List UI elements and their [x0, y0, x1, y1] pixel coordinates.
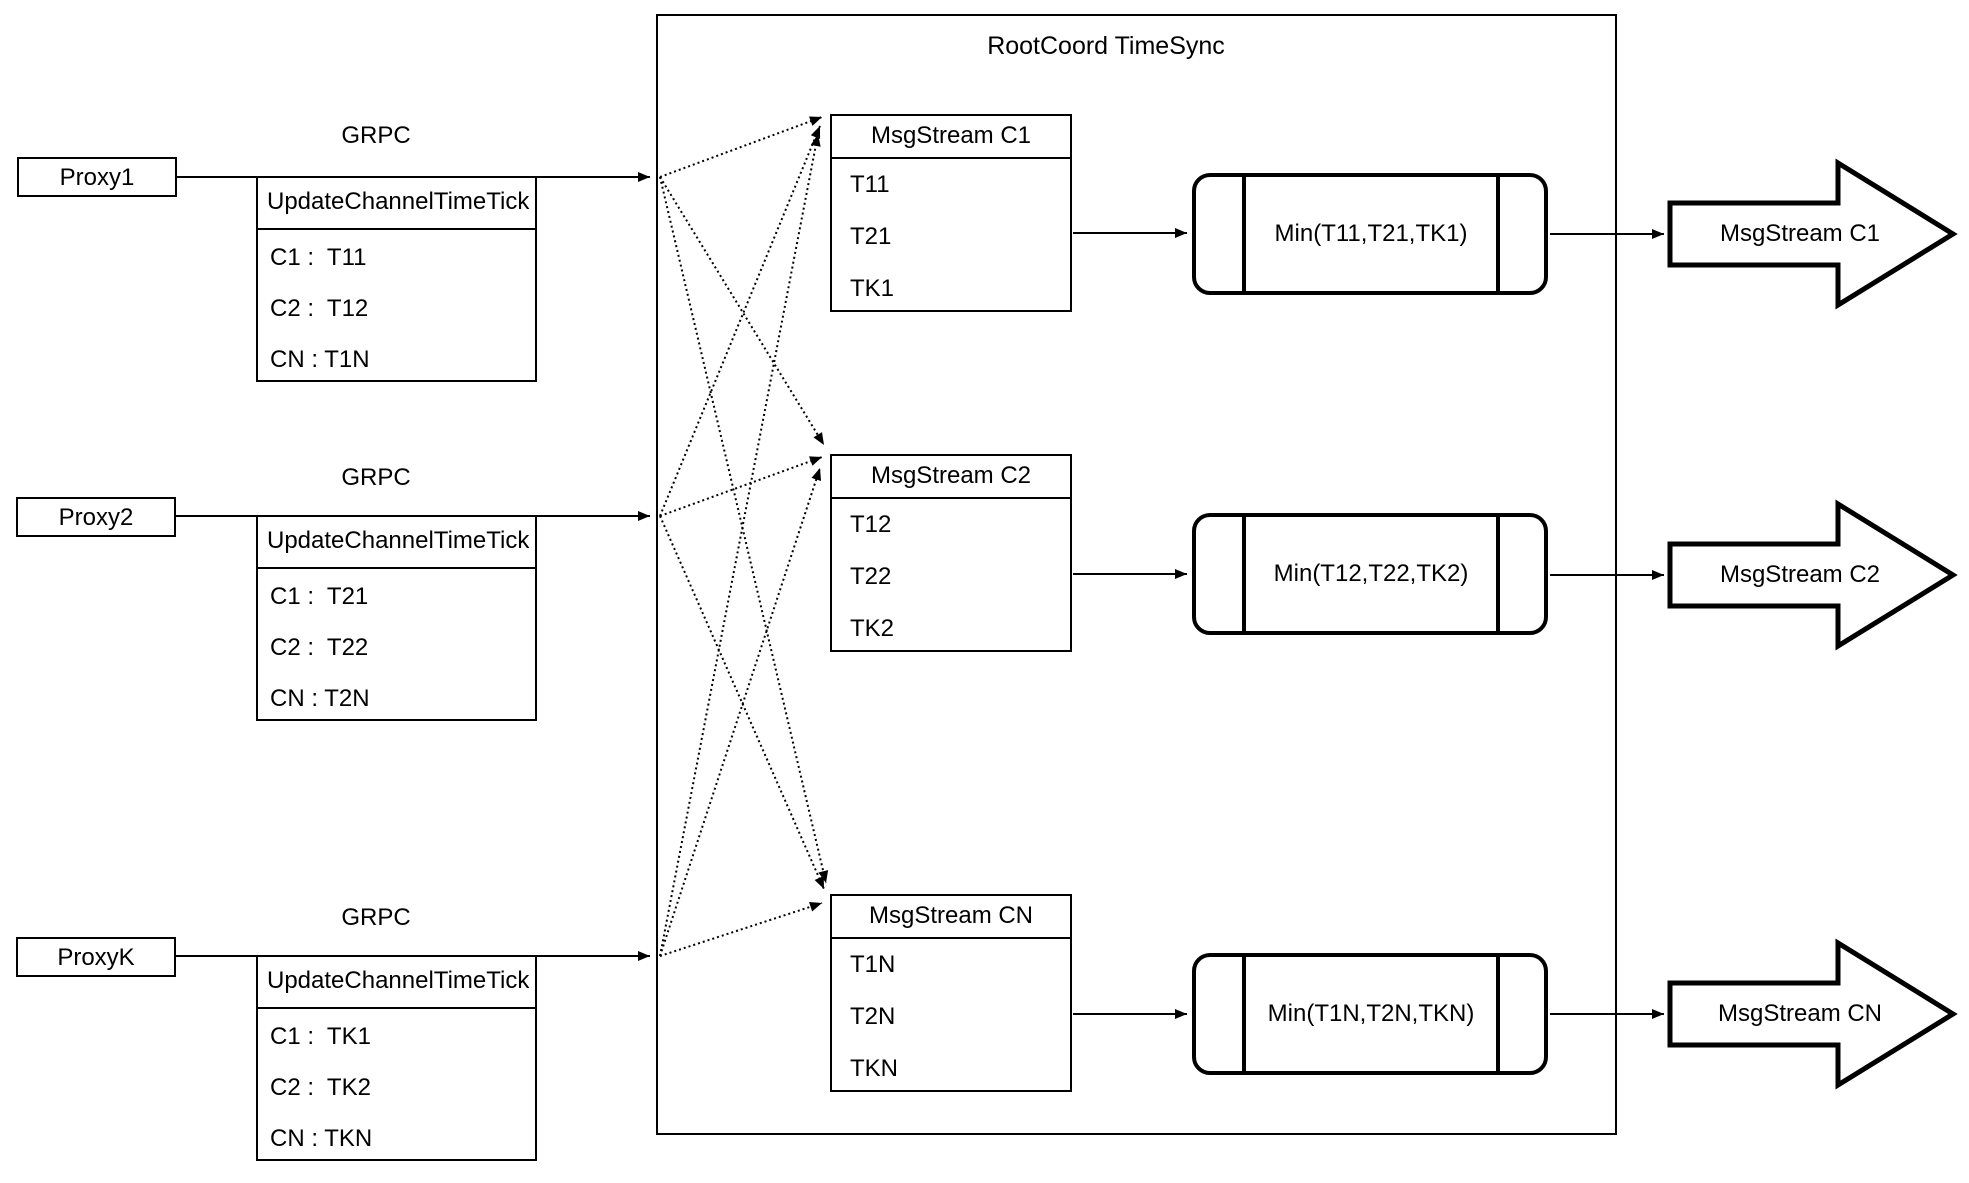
min-label-c2: Min(T12,T22,TK2) [1273, 560, 1469, 587]
output-arrow-c1-label: MsgStream C1 [1719, 220, 1881, 247]
proxy2-timetick-header: UpdateChannelTimeTick [258, 517, 535, 569]
proxy2-timetick-table: UpdateChannelTimeTick C1 : T21 C2 : T22 … [256, 515, 537, 721]
capsule-bar-icon [1242, 957, 1246, 1071]
proxy1-timetick-row: C1 : T11 [270, 244, 367, 271]
msgstream-c1-header: MsgStream C1 [832, 116, 1070, 159]
proxy2-timetick-row: C2 : T22 [270, 634, 369, 661]
output-arrow-cn-label: MsgStream CN [1717, 1000, 1883, 1027]
capsule-bar-icon [1242, 177, 1246, 291]
grpc-label-1: GRPC [341, 122, 411, 149]
proxy1-timetick-row: CN : T1N [270, 346, 370, 373]
msgstream-cn-tick: T1N [850, 951, 896, 978]
proxy1-timetick-header: UpdateChannelTimeTick [258, 178, 535, 230]
msgstream-cn-header: MsgStream CN [832, 896, 1070, 939]
min-capsule-cn: Min(T1N,T2N,TKN) [1192, 953, 1548, 1075]
grpc-label-3: GRPC [341, 904, 411, 931]
proxy2-timetick-row: C1 : T21 [270, 583, 369, 610]
msgstream-c1-tick: TK1 [850, 275, 895, 302]
capsule-bar-icon [1496, 177, 1500, 291]
min-label-c1: Min(T11,T21,TK1) [1274, 220, 1468, 247]
output-arrow-c2-label: MsgStream C2 [1719, 561, 1881, 588]
proxy2-timetick-row: CN : T2N [270, 685, 370, 712]
msgstream-c1-tick: T21 [850, 223, 892, 250]
msgstream-c1-tick: T11 [850, 171, 890, 198]
msgstream-c2-table: MsgStream C2 T12 T22 TK2 [830, 454, 1072, 652]
proxyk-timetick-row: CN : TKN [270, 1125, 373, 1152]
capsule-bar-icon [1496, 957, 1500, 1071]
msgstream-c2-tick: T12 [850, 511, 892, 538]
min-capsule-c1: Min(T11,T21,TK1) [1192, 173, 1548, 295]
proxy1-timetick-row: C2 : T12 [270, 295, 369, 322]
min-label-cn: Min(T1N,T2N,TKN) [1267, 1000, 1475, 1027]
proxy2-box: Proxy2 [16, 497, 176, 537]
grpc-label-2: GRPC [341, 464, 411, 491]
proxy1-timetick-table: UpdateChannelTimeTick C1 : T11 C2 : T12 … [256, 176, 537, 382]
msgstream-cn-table: MsgStream CN T1N T2N TKN [830, 894, 1072, 1092]
proxy1-box: Proxy1 [17, 157, 177, 197]
capsule-bar-icon [1496, 517, 1500, 631]
msgstream-c2-header: MsgStream C2 [832, 456, 1070, 499]
proxyk-timetick-row: C1 : TK1 [270, 1023, 371, 1050]
msgstream-c2-tick: TK2 [850, 615, 895, 642]
proxyk-timetick-header: UpdateChannelTimeTick [258, 957, 535, 1009]
min-capsule-c2: Min(T12,T22,TK2) [1192, 513, 1548, 635]
proxyk-box: ProxyK [16, 937, 176, 977]
rootcoord-title: RootCoord TimeSync [987, 32, 1225, 60]
output-arrows [1667, 158, 1958, 1090]
msgstream-cn-tick: TKN [850, 1055, 898, 1082]
proxyk-timetick-table: UpdateChannelTimeTick C1 : TK1 C2 : TK2 … [256, 955, 537, 1161]
msgstream-cn-tick: T2N [850, 1003, 896, 1030]
proxyk-timetick-row: C2 : TK2 [270, 1074, 371, 1101]
msgstream-c1-table: MsgStream C1 T11 T21 TK1 [830, 114, 1072, 312]
msgstream-c2-tick: T22 [850, 563, 892, 590]
capsule-bar-icon [1242, 517, 1246, 631]
